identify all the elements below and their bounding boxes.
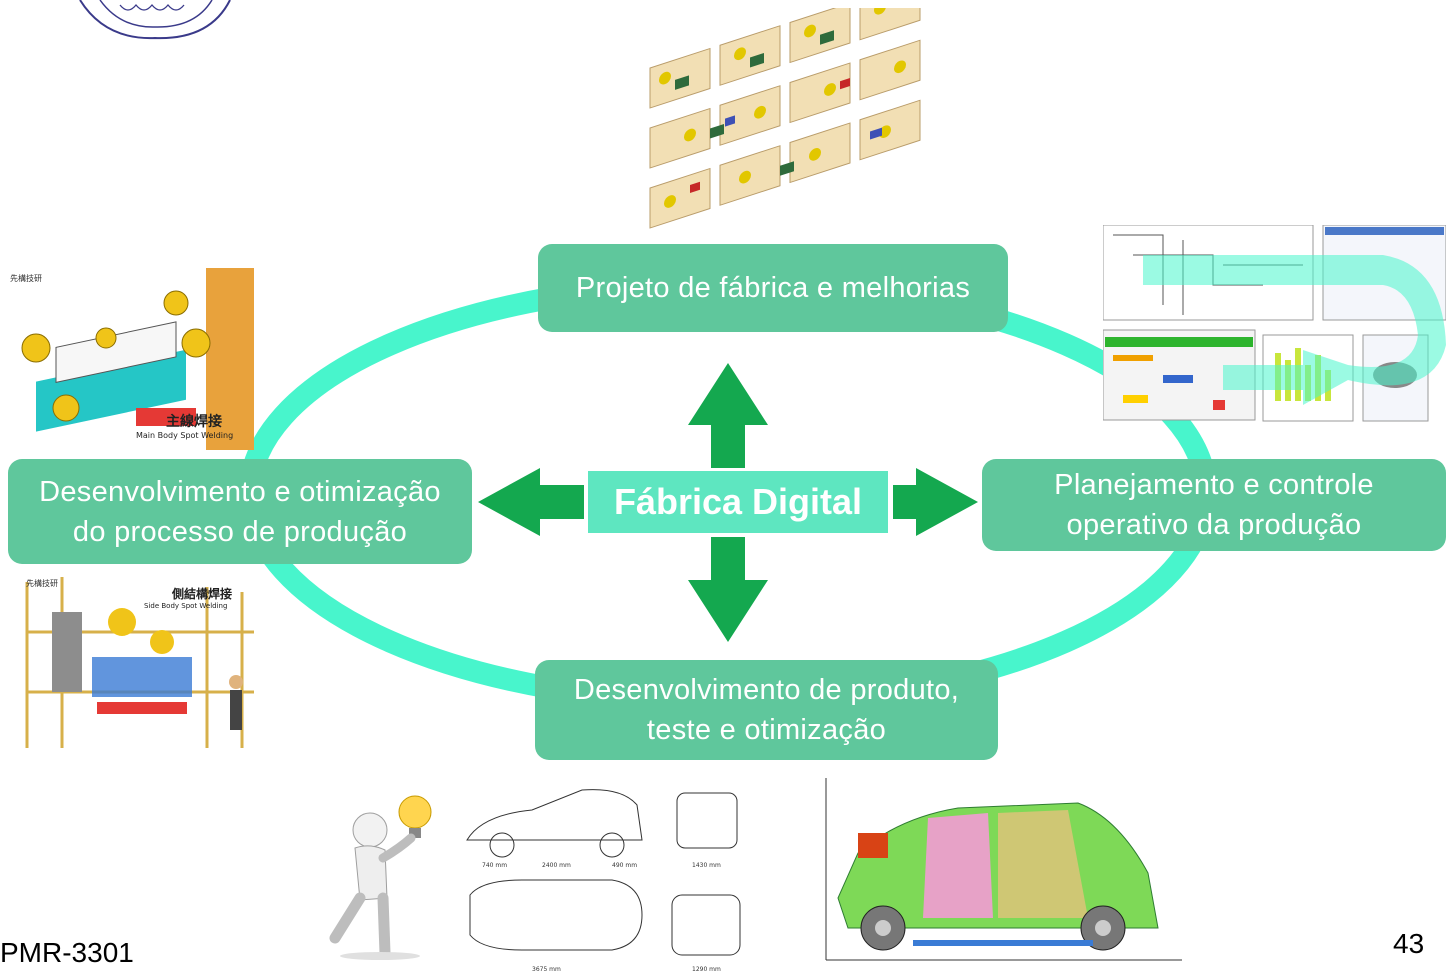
university-logo bbox=[79, 0, 231, 40]
crash-simulation-image bbox=[818, 778, 1182, 962]
drawing-dim-6: 1290 mm bbox=[692, 966, 721, 973]
center-label: Fábrica Digital bbox=[588, 471, 888, 533]
arrow-up bbox=[688, 363, 768, 468]
idea-figure-image bbox=[315, 788, 445, 960]
drawing-dim-3: 490 mm bbox=[612, 862, 637, 869]
weld-top-caption-en: Main Body Spot Welding bbox=[136, 431, 233, 440]
node-production-planning: Planejamento e controle operativo da pro… bbox=[982, 459, 1446, 551]
weld-bottom-caption-en: Side Body Spot Welding bbox=[144, 602, 227, 610]
factory-layout-image bbox=[640, 8, 945, 236]
side-body-welding-image: 先構技研 側結構焊接 Side Body Spot Welding bbox=[22, 572, 254, 748]
arrow-left bbox=[478, 468, 584, 536]
drawing-dim-1: 740 mm bbox=[482, 862, 507, 869]
weld-top-brand: 先構技研 bbox=[10, 273, 42, 283]
arrow-right bbox=[893, 468, 978, 536]
weld-bottom-brand: 先構技研 bbox=[26, 578, 58, 588]
drawing-dim-2: 2400 mm bbox=[542, 862, 571, 869]
car-technical-drawing: 740 mm 2400 mm 490 mm 1430 mm 3675 mm 12… bbox=[462, 785, 764, 976]
drawing-dim-4: 1430 mm bbox=[692, 862, 721, 869]
course-code: PMR-3301 bbox=[0, 937, 134, 968]
node-product-development: Desenvolvimento de produto, teste e otim… bbox=[535, 660, 998, 760]
weld-bottom-caption-cn: 側結構焊接 bbox=[171, 586, 232, 601]
node-factory-design: Projeto de fábrica e melhorias bbox=[538, 244, 1008, 332]
main-body-welding-image: 先構技研 主線焊接 Main Body Spot Welding bbox=[6, 268, 254, 450]
arrow-down bbox=[688, 537, 768, 642]
page-number: 43 bbox=[1393, 928, 1425, 959]
drawing-dim-5: 3675 mm bbox=[532, 966, 561, 973]
node-process-development: Desenvolvimento e otimização do processo… bbox=[8, 459, 472, 564]
planning-software-collage bbox=[1103, 225, 1446, 431]
weld-top-caption-cn: 主線焊接 bbox=[166, 413, 222, 430]
